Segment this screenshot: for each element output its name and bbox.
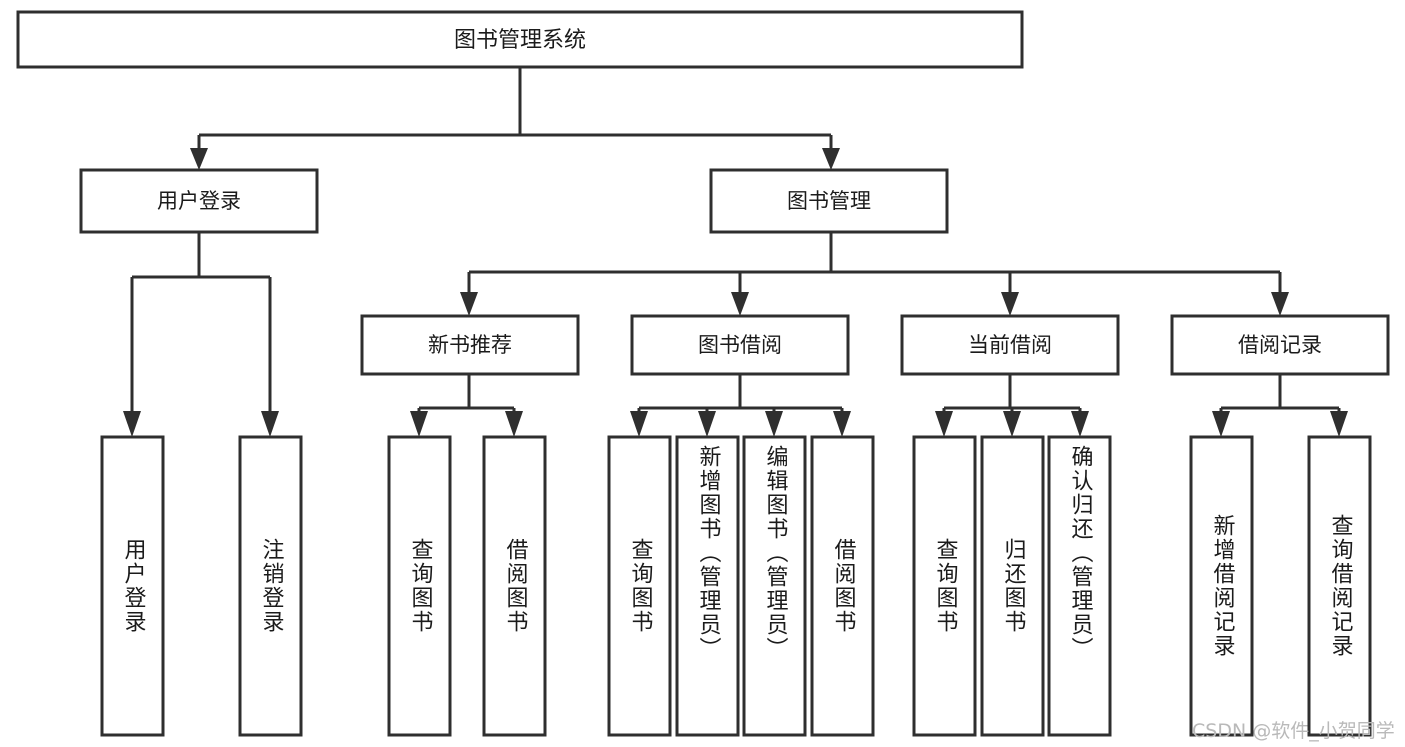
arrow-bb-edit-book (765, 411, 783, 437)
connectors-book-mgmt-to-level3 (460, 232, 1289, 316)
node-box-user-login[interactable] (79, 168, 319, 234)
arrow-user-login (190, 148, 208, 170)
arrow-l3-book-borrow (731, 292, 749, 316)
node-label-book-borrow: 图书借阅 (698, 333, 782, 357)
node-box-leaf-bb-borrow-book[interactable] (810, 435, 875, 737)
arrow-book-mgmt (822, 148, 840, 170)
node-box-leaf-bb-search-book[interactable] (607, 435, 672, 737)
node-box-leaf-bb-add-book[interactable] (675, 435, 740, 737)
connectors-new-book-to-leaves (410, 374, 523, 437)
arrow-bb-add-book (698, 411, 716, 437)
arrow-leaf-user-login (123, 411, 141, 437)
arrow-cb-confirm-return (1071, 411, 1089, 437)
connectors-root-to-level2 (190, 67, 840, 170)
node-box-leaf-br-add-record[interactable] (1189, 435, 1254, 737)
node-label-current-borrow: 当前借阅 (968, 333, 1052, 357)
node-box-leaf-user-login[interactable] (100, 435, 165, 737)
node-box-new-book-recommend[interactable] (360, 314, 580, 376)
node-box-leaf-cb-search-book[interactable] (912, 435, 977, 737)
node-box-leaf-cb-confirm-return[interactable] (1047, 435, 1112, 737)
arrow-l3-borrow-record (1271, 292, 1289, 316)
arrow-cb-return-book (1003, 411, 1021, 437)
node-box-borrow-record[interactable] (1170, 314, 1390, 376)
node-box-leaf-bb-edit-book[interactable] (742, 435, 807, 737)
connectors-user-login-to-leaves (123, 232, 279, 437)
arrow-br-search-record (1330, 411, 1348, 437)
node-label-user-login: 用户登录 (157, 189, 241, 213)
arrow-cb-search-book (935, 411, 953, 437)
connectors-borrow-record-to-leaves (1212, 374, 1348, 437)
node-box-leaf-nb-search-book[interactable] (387, 435, 452, 737)
node-box-book-borrow[interactable] (630, 314, 850, 376)
arrow-bb-borrow-book (833, 411, 851, 437)
node-label-borrow-record: 借阅记录 (1238, 333, 1322, 357)
arrow-br-add-record (1212, 411, 1230, 437)
node-box-leaf-br-search-record[interactable] (1307, 435, 1372, 737)
node-label-book-management: 图书管理 (787, 189, 871, 213)
node-box-leaf-cb-return-book[interactable] (980, 435, 1045, 737)
csdn-watermark: CSDN @软件_小贺同学 (1192, 720, 1395, 742)
connectors-book-borrow-to-leaves (630, 374, 851, 437)
arrow-bb-search-book (630, 411, 648, 437)
node-box-leaf-logout[interactable] (238, 435, 303, 737)
arrow-nb-borrow-book (505, 411, 523, 437)
node-box-leaf-nb-borrow-book[interactable] (482, 435, 547, 737)
arrow-l3-current-borrow (1001, 292, 1019, 316)
connectors-current-borrow-to-leaves (935, 374, 1089, 437)
node-box-book-management[interactable] (709, 168, 949, 234)
arrow-nb-search-book (410, 411, 428, 437)
node-label-new-book-recommend: 新书推荐 (428, 333, 512, 357)
arrow-l3-new-book (460, 292, 478, 316)
arrow-leaf-logout (261, 411, 279, 437)
node-box-current-borrow[interactable] (900, 314, 1120, 376)
node-label-system-root: 图书管理系统 (454, 28, 586, 53)
node-box-system-root[interactable] (16, 10, 1024, 69)
